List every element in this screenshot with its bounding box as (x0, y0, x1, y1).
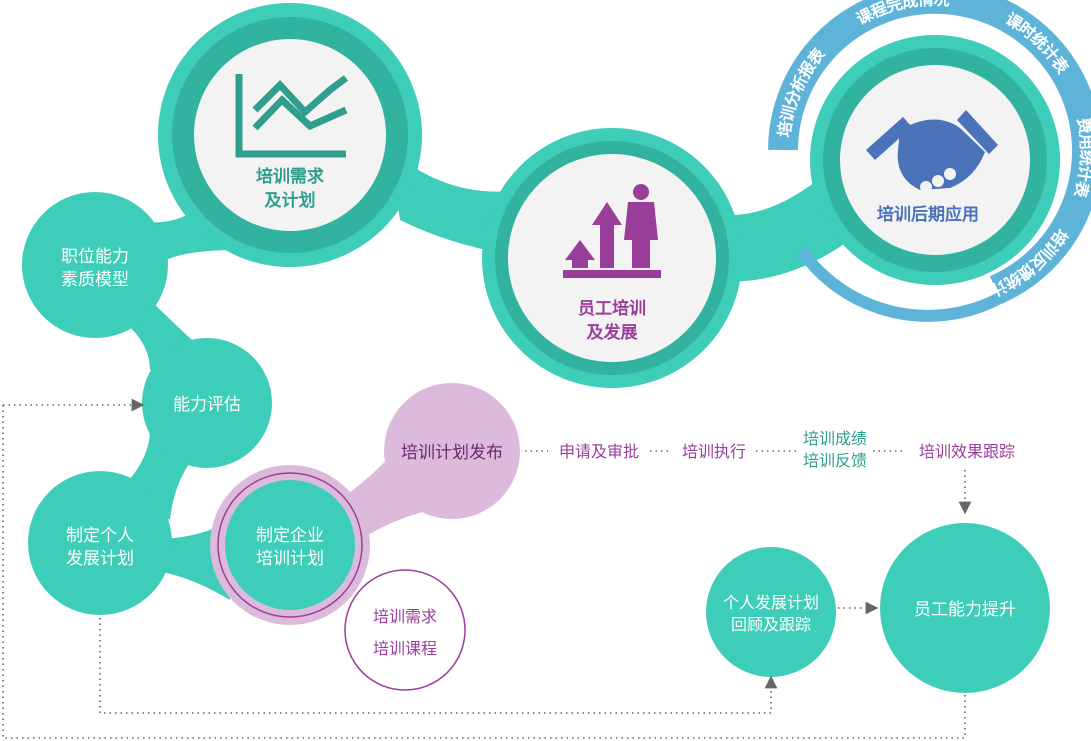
line-chart-icon (235, 74, 349, 158)
needs-courses-node-bg (344, 569, 466, 691)
ability-improve-node-bg (880, 523, 1050, 693)
employee-training-label-1: 员工培训 (578, 298, 646, 319)
flow-step-score: 培训成绩 (803, 429, 867, 448)
ability-eval-label: 能力评估 (173, 395, 241, 415)
competency-label-2: 素质模型 (61, 270, 129, 290)
personal-plan-node-bg (28, 471, 172, 615)
review-tracking-label-2: 回顾及跟踪 (731, 615, 811, 634)
personal-plan-label-2: 发展计划 (66, 549, 134, 569)
flow-step-apply-approve: 申请及审批 (559, 442, 639, 461)
ability-improve-label: 员工能力提升 (914, 600, 1016, 620)
review-tracking-label-1: 个人发展计划 (723, 593, 819, 612)
handshake-icon (866, 110, 998, 193)
flow-step-execute: 培训执行 (682, 442, 746, 461)
growth-businessman-icon (563, 184, 661, 278)
competency-label-1: 职位能力 (61, 247, 129, 267)
training-needs-label-2: 及计划 (265, 190, 316, 211)
competency-node-bg (22, 192, 168, 338)
post-training-label: 培训后期应用 (877, 204, 979, 225)
flow-step-feedback: 培训反馈 (803, 451, 867, 470)
enterprise-plan-label-1: 制定企业 (256, 526, 324, 546)
review-tracking-node-bg (706, 547, 836, 677)
needs-courses-label-2: 培训课程 (373, 639, 437, 658)
enterprise-plan-label-2: 培训计划 (256, 549, 324, 569)
bottom-nodes (706, 523, 1050, 693)
personal-plan-label-1: 制定个人 (66, 526, 134, 546)
ability-eval-node-bg (142, 338, 272, 468)
flow-step-effect-tracking: 培训效果跟踪 (919, 442, 1015, 461)
plan-release-label: 培训计划发布 (401, 443, 503, 463)
training-needs-label-1: 培训需求 (256, 166, 324, 187)
flow-lines (2, 398, 972, 739)
employee-training-label-2: 及发展 (587, 322, 638, 343)
needs-courses-label-1: 培训需求 (373, 607, 437, 626)
plan-release-node-bg (384, 383, 520, 519)
purple-nodes (210, 383, 520, 691)
